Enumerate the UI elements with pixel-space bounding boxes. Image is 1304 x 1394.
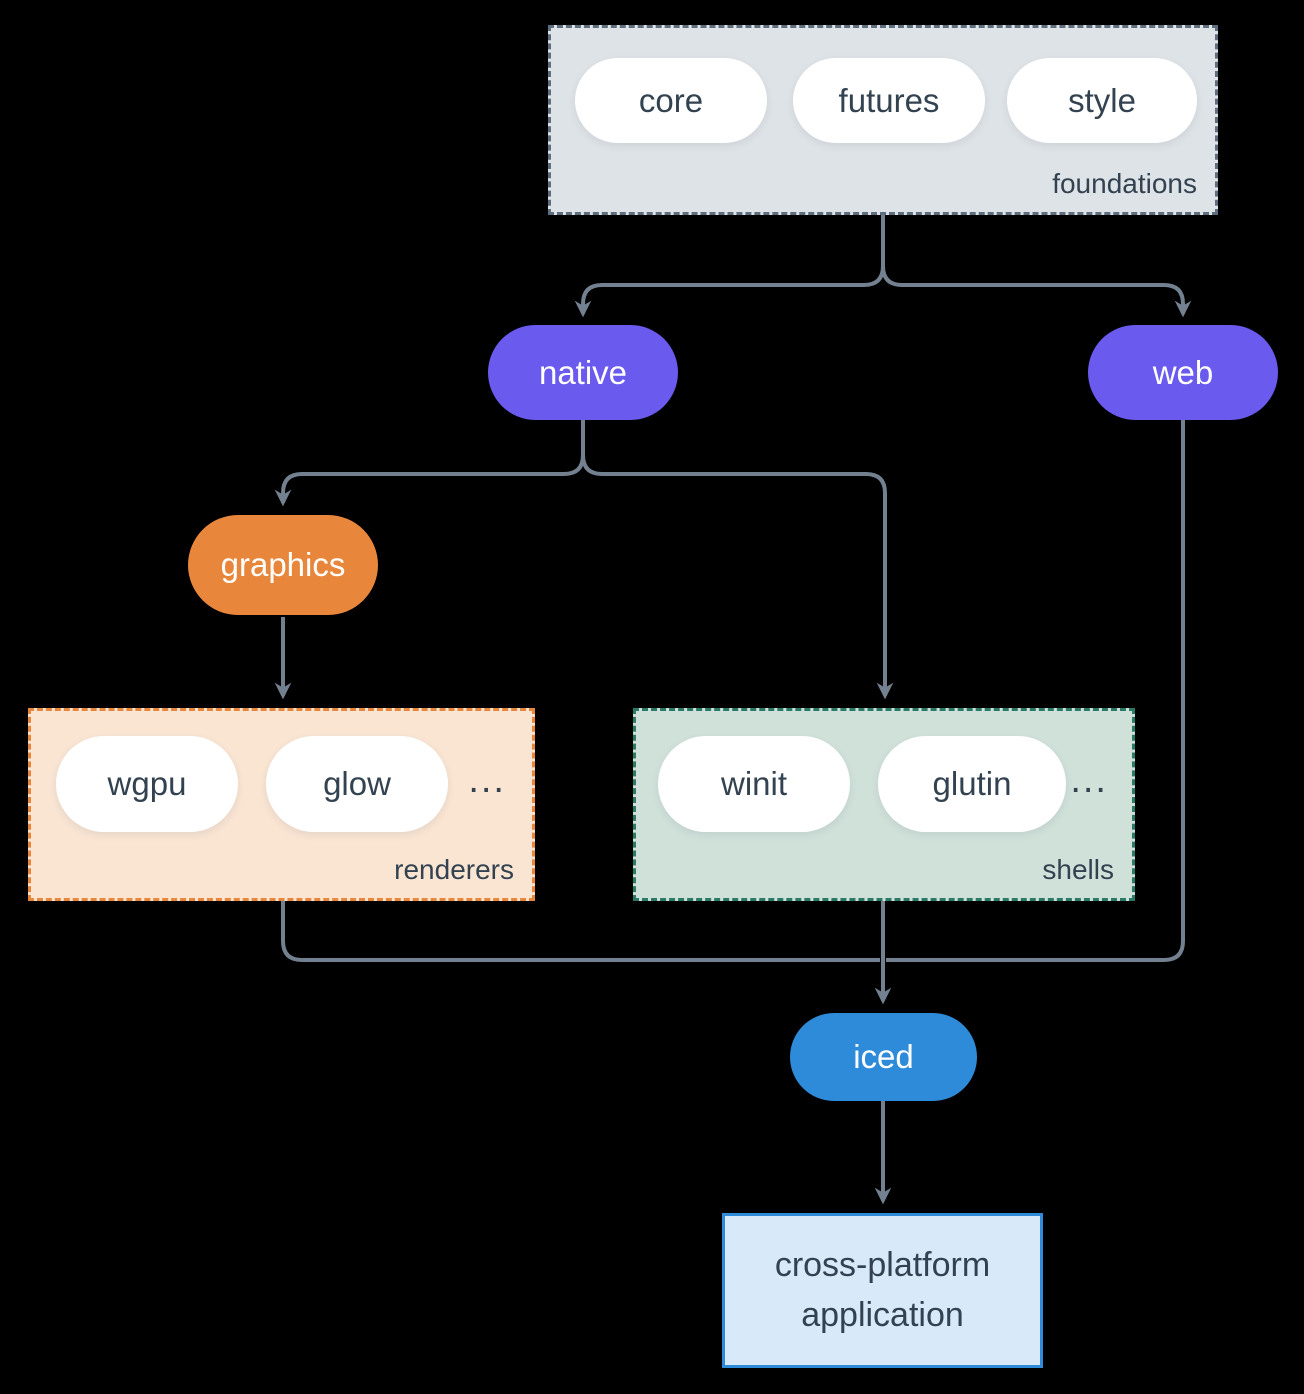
group-renderers-label: renderers — [394, 854, 514, 885]
node-web-label: web — [1152, 353, 1214, 391]
node-style: style — [1007, 58, 1197, 143]
edge-web-merge — [886, 420, 1185, 962]
group-foundations: core futures style foundations — [548, 25, 1218, 215]
renderers-ellipsis: ... — [468, 759, 506, 801]
node-winit-label: winit — [720, 765, 788, 802]
group-foundations-label: foundations — [1052, 168, 1197, 199]
node-wgpu: wgpu — [56, 736, 238, 832]
edge-native-shells — [581, 420, 894, 700]
node-glutin-label: glutin — [932, 765, 1012, 802]
node-graphics-label: graphics — [220, 546, 346, 583]
node-wgpu-label: wgpu — [107, 765, 187, 802]
edge-foundations-web — [881, 215, 1192, 318]
node-futures: futures — [793, 58, 985, 143]
node-cross-platform-application: cross-platform application — [722, 1213, 1043, 1368]
node-core-label: core — [638, 81, 704, 119]
node-app-label: cross-platform application — [774, 1246, 991, 1334]
node-web: web — [1088, 325, 1278, 420]
node-style-label: style — [1068, 81, 1136, 119]
node-glow: glow — [266, 736, 448, 832]
edge-foundations-native — [574, 215, 885, 318]
node-glow-label: glow — [323, 765, 391, 802]
group-shells: winit glutin ... shells — [633, 708, 1135, 901]
edge-renderers-merge — [281, 901, 880, 962]
node-glutin: glutin — [878, 736, 1066, 832]
edge-native-graphics — [274, 420, 585, 507]
node-winit: winit — [658, 736, 850, 832]
group-shells-label: shells — [1042, 854, 1114, 885]
group-renderers: wgpu glow ... renderers — [28, 708, 535, 901]
shells-ellipsis: ... — [1070, 759, 1108, 801]
node-native-label: native — [538, 353, 628, 391]
node-native: native — [488, 325, 678, 420]
node-graphics: graphics — [188, 515, 378, 615]
node-futures-label: futures — [838, 81, 940, 119]
node-iced: iced — [790, 1013, 977, 1101]
node-core: core — [575, 58, 767, 143]
node-iced-label: iced — [853, 1038, 914, 1075]
